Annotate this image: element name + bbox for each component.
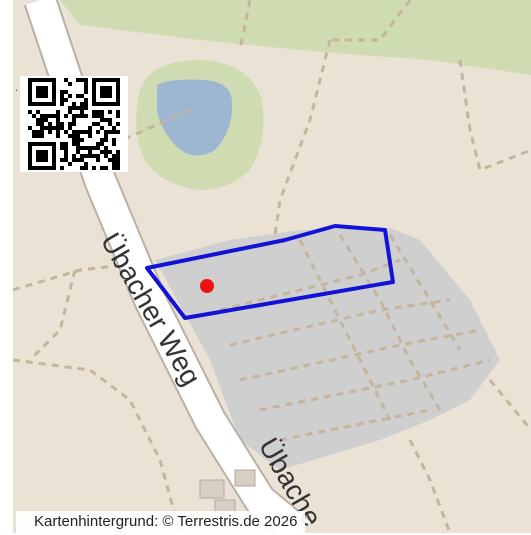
pond (157, 79, 233, 156)
qr-code-icon (20, 76, 128, 172)
footpaths (13, 0, 531, 533)
parcel-area (155, 228, 500, 470)
edge-mark: · (15, 86, 19, 97)
location-marker-icon[interactable] (200, 279, 214, 293)
map-canvas[interactable]: Übacher Weg Übache (13, 0, 531, 533)
building (199, 479, 225, 499)
map-attribution: Kartenhintergrund: © Terrestris.de 2026 (16, 511, 306, 533)
map-view[interactable]: Übacher Weg Übache (13, 0, 531, 533)
green-area-top (60, 0, 531, 75)
selected-parcel-outline[interactable] (145, 224, 395, 320)
qr-code-graphic (28, 78, 120, 170)
building (234, 469, 256, 487)
